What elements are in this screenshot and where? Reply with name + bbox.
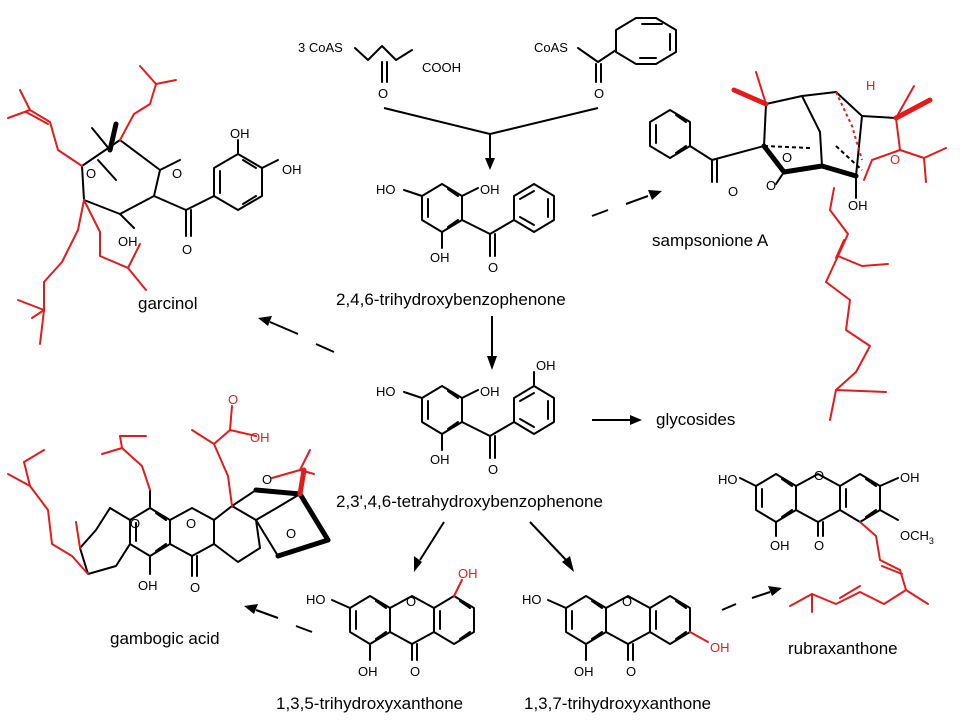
ring-oxygen: O bbox=[130, 516, 140, 531]
ketone-oxygen: O bbox=[488, 260, 498, 275]
hydroxyl-label: HO bbox=[376, 384, 396, 399]
ring-oxygen: O bbox=[814, 468, 824, 483]
ring-oxygen: O bbox=[262, 472, 272, 487]
trihydroxybenzophenone-label: 2,4,6-trihydroxybenzophenone bbox=[336, 290, 566, 309]
ring-oxygen-red: O bbox=[890, 152, 900, 167]
ketone-oxygen: O bbox=[488, 462, 498, 477]
ring-oxygen: O bbox=[186, 516, 196, 531]
arrow-to-rubraxanthone bbox=[721, 586, 782, 611]
hydroxyl-label: OH bbox=[480, 384, 500, 399]
hydroxyl-label: HO bbox=[718, 472, 738, 487]
ketone-oxygen: O bbox=[86, 166, 96, 181]
cooh-label: COOH bbox=[422, 60, 461, 75]
ketone-oxygen: O bbox=[728, 184, 738, 199]
garcinol-label: garcinol bbox=[138, 294, 198, 313]
ketone-oxygen: O bbox=[190, 580, 200, 595]
ring-oxygen: O bbox=[782, 150, 792, 165]
rubraxanthone-label: rubraxanthone bbox=[788, 639, 898, 658]
rubraxanthone-structure: HO OH O O OH OCH3 bbox=[718, 468, 934, 613]
xanthone-135-structure: O O HO OH OH bbox=[306, 566, 478, 679]
hydroxyl-label: OH bbox=[536, 358, 556, 373]
methoxy-label: OCH3 bbox=[900, 528, 934, 546]
gambogic-acid-structure: O O O OH O O O OH bbox=[7, 392, 331, 595]
hydroxyl-label: OH bbox=[480, 182, 500, 197]
ketone-oxygen: O bbox=[814, 538, 824, 553]
ketone-oxygen: O bbox=[766, 178, 776, 193]
hydroxyl-label: OH bbox=[118, 234, 138, 249]
hydroxyl-label: OH bbox=[138, 578, 158, 593]
arrow-to-137-xanthone bbox=[529, 521, 574, 572]
benzoyl-coa-label: CoAS bbox=[534, 40, 568, 55]
acid-oxygen: O bbox=[228, 392, 238, 407]
arrow-to-135-xanthone bbox=[414, 521, 445, 572]
ring-oxygen: O bbox=[622, 594, 632, 609]
ketone-oxygen: O bbox=[626, 664, 636, 679]
hydroxyl-label: HO bbox=[376, 182, 396, 197]
tetrahydroxybenzophenone-label: 2,3',4,6-tetrahydroxybenzophenone bbox=[336, 492, 603, 511]
arrow-to-sampsonione bbox=[591, 190, 662, 217]
hydroxyl-label-red: OH bbox=[458, 566, 478, 581]
hydrogen-label: H bbox=[866, 78, 875, 93]
ketone-oxygen: O bbox=[286, 526, 296, 541]
ketone-oxygen: O bbox=[182, 242, 192, 257]
glycosides-label: glycosides bbox=[656, 410, 735, 429]
hydroxyl-label: OH bbox=[230, 126, 250, 141]
hydroxyl-label: OH bbox=[770, 538, 790, 553]
sampsonione-structure: O O O OH H O bbox=[649, 71, 947, 421]
hydroxyl-label: OH bbox=[430, 452, 450, 467]
trihydroxybenzophenone-structure: HO OH OH O bbox=[376, 182, 555, 275]
xanthone-135-label: 1,3,5-trihydroxyxanthone bbox=[276, 694, 463, 713]
hydroxylation-arrow bbox=[487, 316, 497, 370]
arrow-to-glycosides bbox=[592, 415, 642, 425]
xanthone-137-label: 1,3,7-trihydroxyxanthone bbox=[524, 694, 711, 713]
hydroxyl-label: OH bbox=[282, 162, 302, 177]
malonyl-coa-label: 3 CoAS bbox=[298, 40, 343, 55]
hydroxyl-label-red: OH bbox=[710, 640, 730, 655]
gambogic-acid-label: gambogic acid bbox=[110, 629, 220, 648]
hydroxyl-label: OH bbox=[430, 250, 450, 265]
hydroxyl-label: OH bbox=[574, 664, 594, 679]
condensation-arrow bbox=[383, 107, 599, 170]
ketone-oxygen: O bbox=[410, 664, 420, 679]
benzoyl-coa-structure: CoAS O bbox=[534, 17, 677, 101]
malonyl-coa-structure: 3 CoAS O COOH bbox=[298, 40, 461, 101]
ketone-oxygen: O bbox=[594, 86, 604, 101]
tetrahydroxybenzophenone-structure: HO OH OH O OH bbox=[376, 358, 556, 477]
hydroxyl-label: HO bbox=[522, 592, 542, 607]
ketone-oxygen: O bbox=[378, 86, 388, 101]
ketone-oxygen: O bbox=[172, 166, 182, 181]
hydroxyl-label: OH bbox=[358, 664, 378, 679]
acid-hydroxyl: OH bbox=[250, 430, 270, 445]
sampsonione-label: sampsonione A bbox=[652, 231, 769, 250]
hydroxyl-label: OH bbox=[900, 470, 920, 485]
ring-oxygen: O bbox=[406, 594, 416, 609]
arrow-to-garcinol bbox=[258, 316, 335, 353]
garcinol-structure: O O OH O OH OH bbox=[7, 65, 302, 345]
arrow-to-gambogic bbox=[244, 604, 313, 633]
hydroxyl-label: HO bbox=[306, 592, 326, 607]
xanthone-137-structure: O O HO OH OH bbox=[522, 592, 730, 679]
hydroxyl-label: OH bbox=[848, 198, 868, 213]
